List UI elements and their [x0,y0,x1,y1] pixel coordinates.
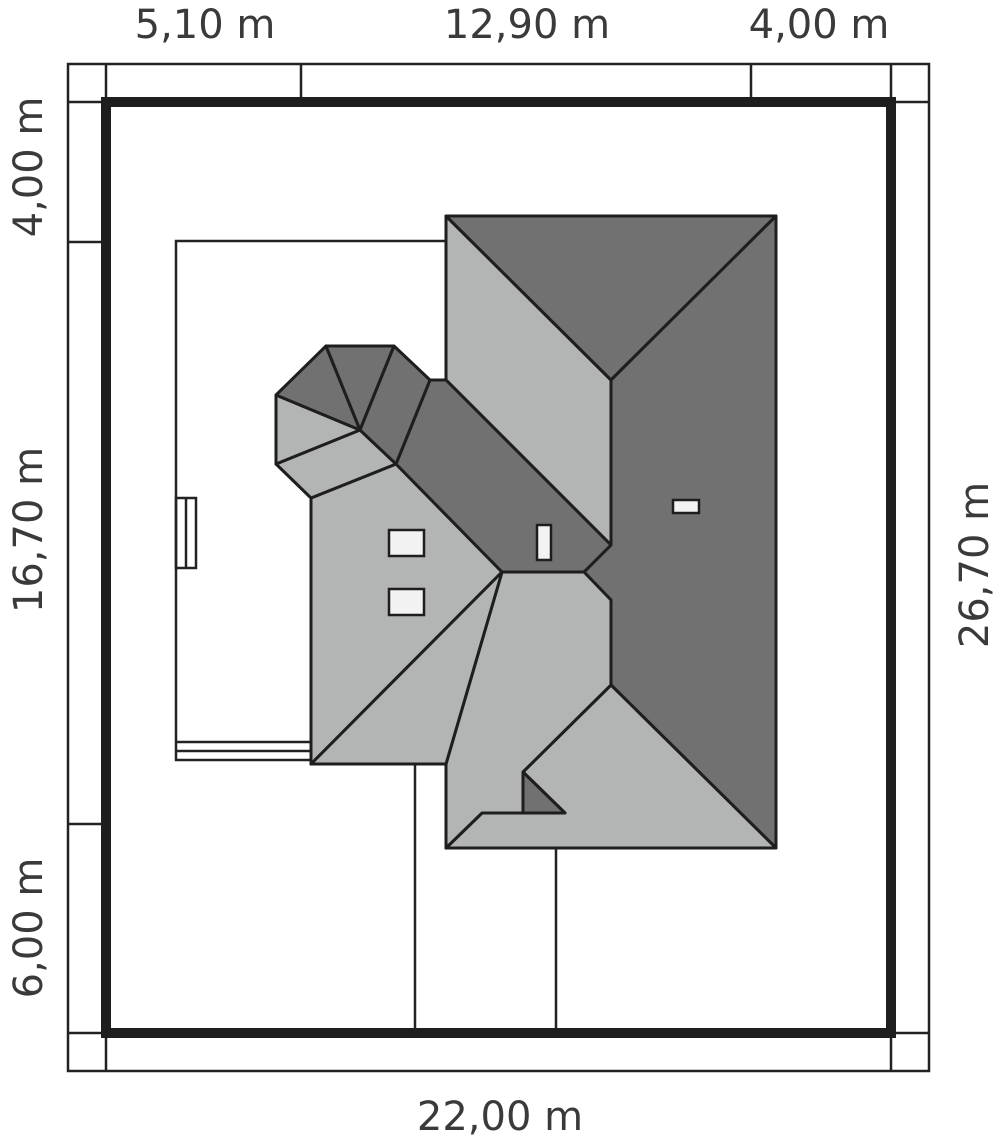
roof-skylight [387,528,426,558]
roof [274,214,778,850]
right-dimension-label: 26,70 m [952,482,998,648]
turret-roof-facet [358,344,432,466]
top-dimension-label: 4,00 m [749,2,890,48]
roof-skylight [387,587,426,617]
bottom-dimension-label: 22,00 m [417,1094,583,1140]
outer-frame-line [66,62,931,1073]
plot-boundary [101,97,896,1038]
top-dimension-label: 12,90 m [444,2,610,48]
left-dimension-label: 6,00 m [6,858,52,999]
roof-plane-dark [521,770,567,815]
left-dimension-label: 4,00 m [6,97,52,238]
roof-skylight [535,523,553,562]
top-dimension-label: 5,10 m [135,2,276,48]
roof-skylight [671,498,701,515]
left-dimension-label: 16,70 m [6,447,52,613]
